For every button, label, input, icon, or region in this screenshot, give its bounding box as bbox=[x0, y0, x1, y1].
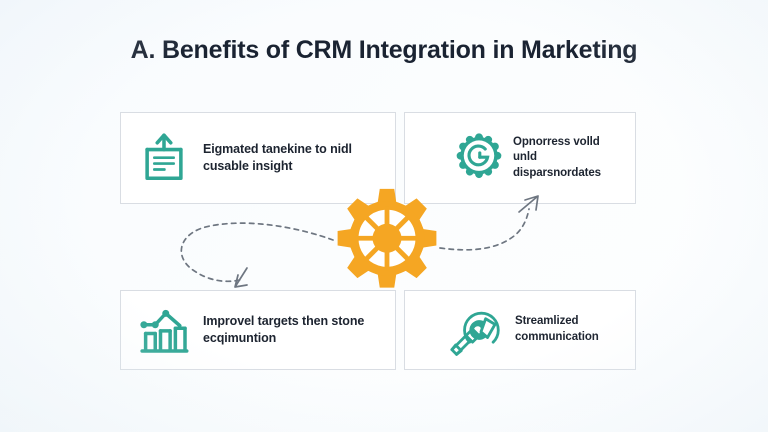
benefit-card-top-left[interactable]: Eigmated tanekine to nidl cusable insigh… bbox=[120, 112, 396, 204]
gear-icon bbox=[337, 188, 437, 288]
benefit-label-top-right: Opnorress volld unld disparsnordates bbox=[513, 135, 601, 179]
arrowhead-bottom-left bbox=[234, 267, 248, 288]
benefit-card-bottom-right[interactable]: Streamlized communication bbox=[404, 290, 636, 370]
benefit-card-top-right[interactable]: Opnorress volld unld disparsnordates bbox=[404, 112, 636, 204]
gear-rim bbox=[349, 201, 425, 276]
benefit-label-bottom-left: Improvel targets then stone ecqimuntion bbox=[203, 314, 365, 345]
bar-chart-line-graph-icon bbox=[135, 301, 193, 359]
magnifier-megaphone-icon bbox=[449, 299, 511, 361]
gear-hub bbox=[372, 223, 402, 253]
page-title: A. Benefits of CRM Integration in Market… bbox=[130, 36, 638, 64]
scalloped-badge-spiral-icon bbox=[453, 132, 505, 184]
benefit-card-bottom-left[interactable]: Improvel targets then stone ecqimuntion bbox=[120, 290, 396, 370]
document-upload-icon bbox=[135, 129, 193, 187]
benefit-label-top-left: Eigmated tanekine to nidl cusable insigh… bbox=[203, 142, 352, 173]
connector-gear-to-top-right bbox=[439, 208, 530, 251]
connector-gear-to-bottom-left bbox=[180, 222, 334, 283]
benefit-label-bottom-right: Streamlized communication bbox=[515, 315, 599, 343]
